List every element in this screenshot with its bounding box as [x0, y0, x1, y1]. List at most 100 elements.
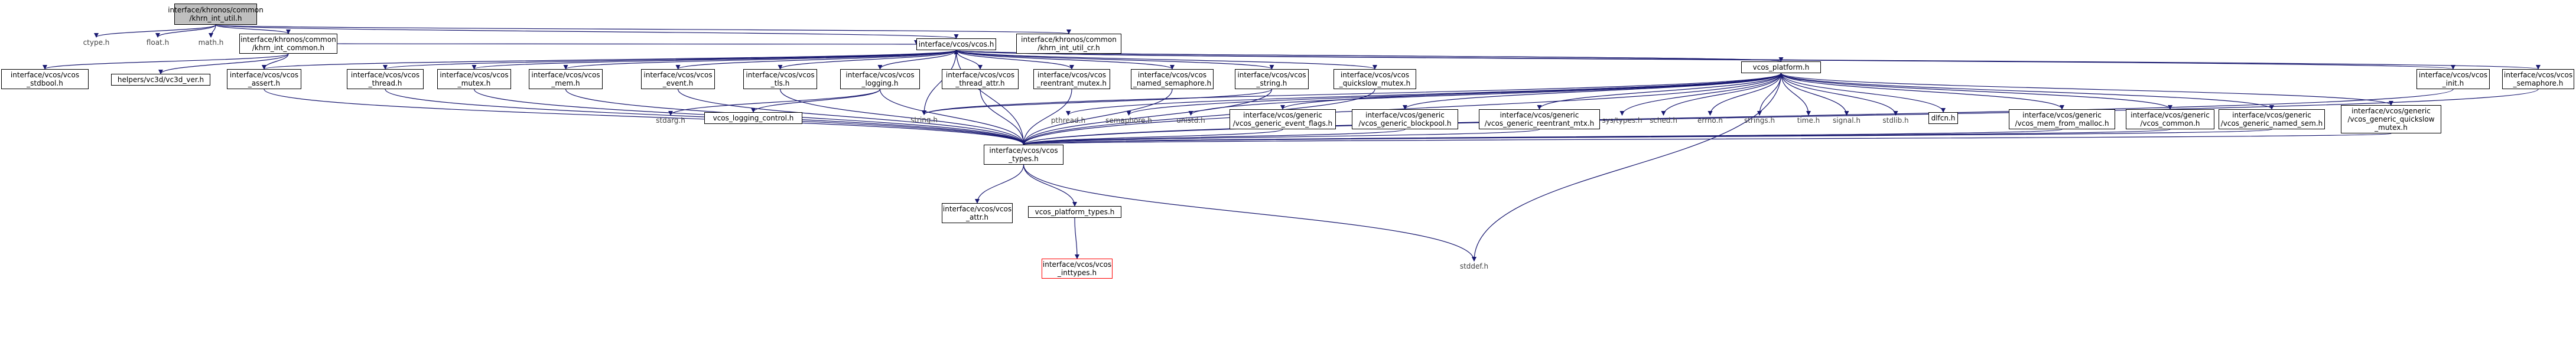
- edge-gen_event_flags-to-types: [1021, 129, 1283, 145]
- node-vc3d-ver[interactable]: helpers/vc3d/vc3d_ver.h: [111, 74, 210, 86]
- edge-platform-to-unistd: [1188, 73, 1782, 116]
- edge-root-to-vcos: [215, 24, 958, 39]
- edge-platform-to-sched: [1661, 73, 1782, 116]
- edge-tls-to-types: [779, 89, 1026, 145]
- edge-platform_types-to-inttypes: [1074, 217, 1079, 259]
- dependency-edges: [43, 24, 2540, 262]
- edge-platform-to-gen_reentrant: [1537, 73, 1782, 110]
- node-vcos-event[interactable]: interface/vcos/vcos _event.h: [641, 69, 715, 89]
- node-khrn-int-common[interactable]: interface/khronos/common /khrn_int_commo…: [239, 34, 337, 54]
- edge-platform-to-systypes: [1619, 73, 1782, 116]
- edge-root-to-float: [155, 24, 216, 38]
- edge-platform-to-stddef: [1472, 73, 1782, 262]
- edge-vcos-to-reentrant_mutex: [955, 50, 1074, 70]
- node-vcos-logging-control[interactable]: vcos_logging_control.h: [704, 112, 802, 124]
- node-vcos-common[interactable]: interface/vcos/generic /vcos_common.h: [2126, 109, 2214, 129]
- edge-init-to-types: [1021, 89, 2454, 145]
- edge-event-to-types: [677, 89, 1026, 145]
- node-stdlib: stdlib.h: [1882, 116, 1909, 125]
- node-vcos-assert[interactable]: interface/vcos/vcos _assert.h: [227, 69, 301, 89]
- edge-platform-to-types: [1021, 73, 1782, 145]
- edge-semaphore_v-to-types: [1021, 89, 2539, 145]
- edge-khrn_int_common-to-stdbool: [43, 53, 289, 70]
- edge-platform-to-mem_malloc: [1780, 73, 2064, 110]
- node-vcos-semaphore[interactable]: interface/vcos/vcos _semaphore.h: [2502, 69, 2574, 89]
- edge-platform-to-errno: [1707, 73, 1782, 116]
- edge-logging-to-stdarg: [668, 89, 881, 116]
- node-vcos-inttypes[interactable]: interface/vcos/vcos _inttypes.h: [1042, 259, 1113, 279]
- node-stdarg: stdarg.h: [656, 116, 685, 125]
- node-vcos-thread-attr[interactable]: interface/vcos/vcos _thread_attr.h: [942, 69, 1019, 89]
- node-vcos-logging[interactable]: interface/vcos/vcos _logging.h: [840, 69, 920, 89]
- node-time: time.h: [1797, 116, 1820, 125]
- node-vcos-attr[interactable]: interface/vcos/vcos _attr.h: [942, 203, 1013, 223]
- node-vcos-mutex[interactable]: interface/vcos/vcos _mutex.h: [437, 69, 511, 89]
- edge-logging-to-types: [879, 89, 1026, 145]
- edge-vcos-to-types: [955, 50, 1026, 145]
- node-math: math.h: [198, 38, 224, 47]
- edge-vcos-to-event: [675, 50, 957, 70]
- edge-vcos-to-vstring: [955, 50, 1274, 70]
- edge-gen_reentrant-to-types: [1021, 129, 1540, 145]
- node-string: string.h: [910, 116, 938, 124]
- node-vcos-init[interactable]: interface/vcos/vcos _init.h: [2416, 69, 2490, 89]
- edge-logging-to-logging_control: [751, 89, 881, 113]
- edge-types-to-stddef: [1023, 164, 1476, 262]
- node-khrn-int-util-cr[interactable]: interface/khronos/common /khrn_int_util_…: [1016, 34, 1121, 54]
- node-errno: errno.h: [1697, 116, 1723, 125]
- node-vcos-types[interactable]: interface/vcos/vcos _types.h: [984, 145, 1063, 165]
- edge-gen_blockpool-to-types: [1021, 129, 1406, 145]
- node-vcos-reentrant-mutex[interactable]: interface/vcos/vcos _reentrant_mutex.h: [1033, 69, 1110, 89]
- edge-platform-to-gen_event_flags: [1280, 73, 1782, 110]
- edge-root-to-khrn_int_util_cr: [215, 24, 1071, 34]
- node-vcos-named-semaphore[interactable]: interface/vcos/vcos _named_semaphore.h: [1131, 69, 1214, 89]
- node-sched: sched.h: [1650, 116, 1677, 125]
- node-generic-blockpool[interactable]: interface/vcos/generic /vcos_generic_blo…: [1352, 109, 1458, 129]
- node-mem-from-malloc[interactable]: interface/vcos/generic /vcos_mem_from_ma…: [2009, 109, 2115, 129]
- node-vcos-platform[interactable]: vcos_platform.h: [1741, 61, 1821, 73]
- node-vcos-stdbool[interactable]: interface/vcos/vcos _stdbool.h: [1, 69, 89, 89]
- node-dlfcn[interactable]: dlfcn.h: [1928, 112, 1958, 124]
- node-generic-event-flags[interactable]: interface/vcos/generic /vcos_generic_eve…: [1230, 109, 1336, 129]
- edge-platform-to-dlfcn: [1780, 73, 1946, 113]
- node-sys-types: sys/types.h: [1602, 116, 1642, 125]
- edge-platform-to-string: [922, 73, 1782, 115]
- edge-vcos-to-mem: [563, 50, 957, 70]
- node-generic-named-sem[interactable]: interface/vcos/generic /vcos_generic_nam…: [2219, 109, 2325, 129]
- edge-mem_malloc-to-types: [1022, 129, 2063, 145]
- edge-platform-to-time: [1780, 73, 1811, 116]
- node-vcos-tls[interactable]: interface/vcos/vcos _tls.h: [743, 69, 817, 89]
- edge-vcos-to-mutex: [471, 50, 957, 70]
- node-vcos-quickslow-mutex[interactable]: interface/vcos/vcos _quickslow_mutex.h: [1333, 69, 1416, 89]
- node-vcos-thread[interactable]: interface/vcos/vcos _thread.h: [347, 69, 424, 89]
- edge-vcos-to-logging: [877, 50, 957, 70]
- edge-platform-to-gen_blockpool: [1403, 73, 1782, 110]
- node-float: float.h: [146, 38, 170, 47]
- node-generic-reentrant-mtx[interactable]: interface/vcos/generic /vcos_generic_ree…: [1479, 109, 1600, 129]
- edge-platform-to-stdlib: [1780, 73, 1898, 116]
- edge-platform-to-vcos: [954, 50, 1782, 62]
- node-vcos[interactable]: interface/vcos/vcos.h: [916, 38, 996, 50]
- edge-vstring-to-string: [922, 89, 1273, 115]
- node-pthread: pthread.h: [1050, 116, 1086, 125]
- node-vcos-platform-types[interactable]: vcos_platform_types.h: [1028, 206, 1121, 218]
- node-vcos-mem[interactable]: interface/vcos/vcos _mem.h: [529, 69, 603, 89]
- node-vcos-string[interactable]: interface/vcos/vcos _string.h: [1235, 69, 1309, 89]
- node-generic-quickslow-mutex[interactable]: interface/vcos/generic /vcos_generic_qui…: [2341, 105, 2441, 133]
- edge-platform-to-gen_quickslow: [1780, 73, 2393, 106]
- node-semaphore: semaphore.h: [1105, 116, 1152, 125]
- edge-assert-to-types: [264, 89, 1026, 145]
- edge-platform-to-vcos_common: [1780, 73, 2172, 110]
- edge-khrn_int_common-to-assert: [262, 53, 289, 70]
- node-ctype: ctype.h: [83, 38, 110, 47]
- edge-vcos-to-string: [922, 50, 957, 115]
- edge-types-to-attr: [975, 164, 1024, 204]
- edge-named_sem-to-types: [1022, 129, 2272, 145]
- edge-vcos-to-quickslow: [955, 50, 1377, 70]
- node-khrn-int-util-root[interactable]: interface/khronos/common /khrn_int_util.…: [168, 4, 264, 25]
- edge-vcos-to-tls: [778, 50, 957, 70]
- edge-khrn_int_common-to-vc3d_ver: [158, 53, 289, 74]
- edge-vcos-to-assert: [262, 50, 957, 70]
